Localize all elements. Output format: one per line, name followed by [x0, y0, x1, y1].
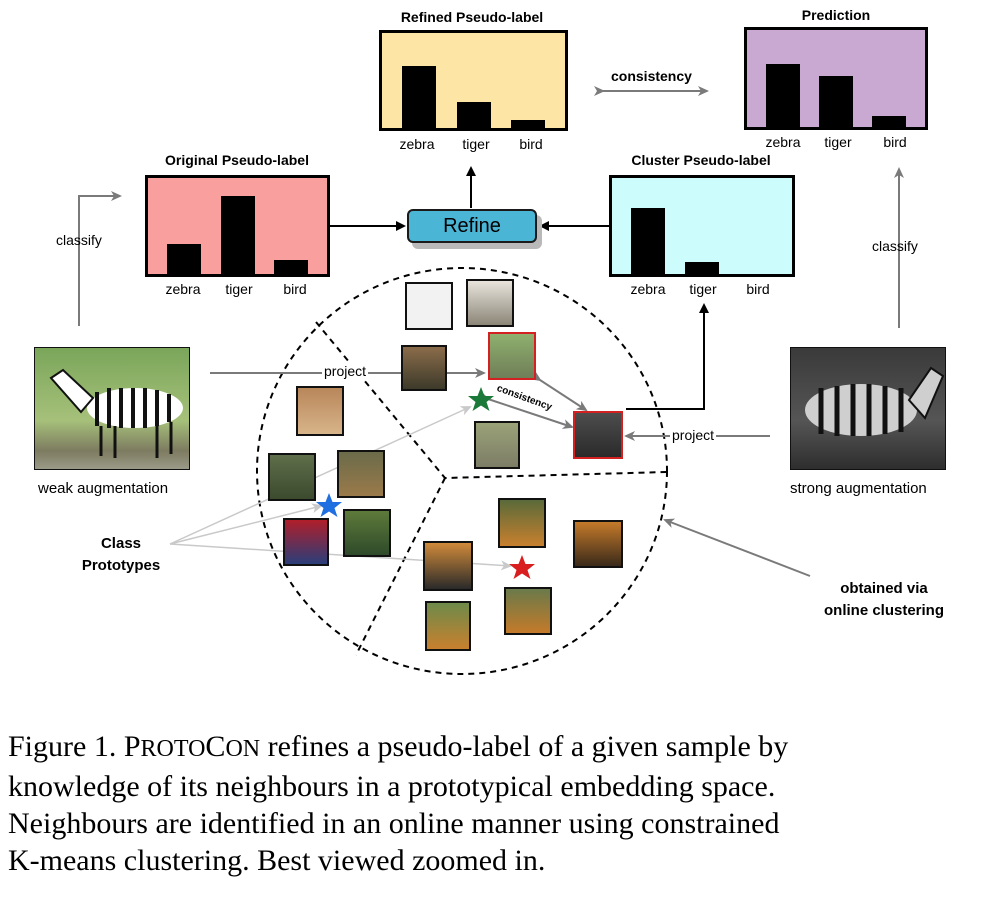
histogram-bar-tiger	[457, 102, 491, 128]
histogram-bar-zebra	[631, 208, 665, 274]
tick-label: bird	[519, 136, 543, 152]
histogram-bar-tiger	[221, 196, 255, 274]
tiger-thumbnail	[423, 541, 473, 591]
original-pseudo-label-panel	[145, 175, 330, 277]
cluster-pseudo-label-panel	[609, 175, 795, 277]
caption-line-1: Figure 1. PROTOCON refines a pseudo-labe…	[8, 728, 980, 768]
tick-label: bird	[746, 281, 770, 297]
method-name: PROTOCON	[124, 730, 260, 763]
tick-label: tiger	[824, 134, 852, 150]
class-prototypes-line: Prototypes	[81, 557, 161, 574]
tiger-thumbnail	[466, 279, 514, 327]
tiger-thumbnail	[498, 498, 546, 548]
bird-thumbnail	[283, 518, 329, 566]
method-name-part: ON	[225, 736, 261, 762]
project-left-label: project	[322, 363, 369, 379]
tiger-thumbnail	[573, 520, 623, 568]
bird-thumbnail	[296, 386, 344, 436]
online-clustering-label: obtained via online clustering	[824, 578, 944, 622]
figure-caption: Figure 1. PROTOCON refines a pseudo-labe…	[8, 728, 980, 879]
method-name-part: C	[205, 730, 226, 763]
zebra-icon	[49, 368, 183, 458]
online-clustering-line: obtained via	[840, 580, 928, 597]
tiger-thumbnail	[425, 601, 471, 651]
cluster-circle	[256, 267, 668, 675]
classify-right-label: classify	[872, 238, 918, 254]
method-name-part: ROTO	[140, 736, 206, 762]
zebra-thumbnail	[405, 282, 453, 330]
weak-augmentation-image	[34, 347, 190, 470]
online-clustering-line: online clustering	[823, 602, 945, 619]
prototype-star-blue	[316, 493, 342, 517]
tick-label: zebra	[165, 281, 201, 297]
method-name-part: P	[123, 730, 141, 763]
cluster-title: Cluster Pseudo-label	[631, 152, 771, 168]
tick-label: tiger	[225, 281, 253, 297]
bird-thumbnail	[337, 450, 385, 498]
tick-label: bird	[883, 134, 907, 150]
tick-label: tiger	[689, 281, 717, 297]
weak-augmentation-label: weak augmentation	[38, 480, 169, 497]
class-prototypes-line: Class	[100, 535, 142, 552]
histogram-bar-zebra	[167, 244, 201, 274]
tiger-thumbnail	[504, 587, 552, 635]
classify-left-label: classify	[56, 232, 102, 248]
zebra-thumbnail-weak-projection	[488, 332, 536, 380]
caption-line-4: K-means clustering. Best viewed zoomed i…	[8, 844, 546, 877]
tick-label: zebra	[630, 281, 666, 297]
bird-thumbnail	[268, 453, 316, 501]
histogram-bar-bird	[872, 116, 906, 127]
refine-box: Refine	[407, 209, 537, 243]
figure-number: Figure 1.	[8, 730, 117, 763]
tick-label: zebra	[399, 136, 435, 152]
caption-line-3: Neighbours are identified in an online m…	[8, 807, 780, 840]
tick-label: zebra	[765, 134, 801, 150]
strong-augmentation-image	[790, 347, 946, 470]
class-prototypes-label: Class Prototypes	[82, 533, 160, 577]
zebra-thumbnail	[474, 421, 520, 469]
zebra-icon	[805, 366, 945, 436]
prototype-star-red	[509, 555, 535, 579]
histogram-bar-bird	[274, 260, 308, 274]
refined-title: Refined Pseudo-label	[400, 9, 544, 25]
histogram-bar-tiger	[685, 262, 719, 274]
project-right-label: project	[670, 427, 717, 443]
histogram-bar-zebra	[766, 64, 800, 127]
strong-augmentation-label: strong augmentation	[790, 480, 927, 497]
histogram-bar-bird	[511, 120, 545, 128]
figure-diagram	[78, 86, 904, 675]
zebra-thumbnail	[401, 345, 447, 391]
histogram-bar-tiger	[819, 76, 853, 127]
tick-label: bird	[283, 281, 307, 297]
tick-label: tiger	[462, 136, 490, 152]
prediction-panel	[744, 27, 928, 130]
refined-pseudo-label-panel	[379, 30, 568, 131]
zebra-thumbnail-strong-projection	[573, 411, 623, 459]
consistency-top-label: consistency	[611, 68, 692, 84]
caption-text: refines a pseudo-label of a given sample…	[260, 730, 789, 763]
bird-thumbnail	[343, 509, 391, 557]
prediction-title: Prediction	[801, 7, 871, 23]
caption-line-2: knowledge of its neighbours in a prototy…	[8, 770, 776, 803]
histogram-bar-zebra	[402, 66, 436, 128]
original-title: Original Pseudo-label	[165, 152, 309, 168]
prototype-star-green	[468, 387, 494, 411]
